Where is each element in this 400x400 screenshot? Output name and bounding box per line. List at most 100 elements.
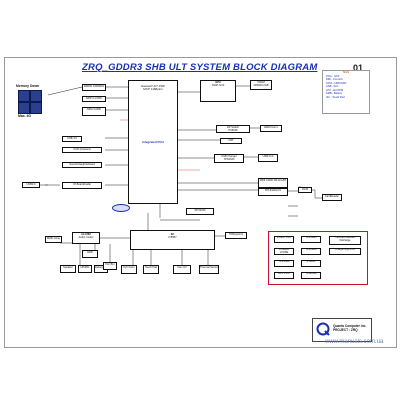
hdmi-label: HDMI Conn. — [263, 126, 279, 129]
power-item-label: TPS22966 — [305, 272, 317, 275]
crt-label: CRT — [228, 139, 234, 142]
hp-label: HP/MIC — [80, 266, 90, 269]
pwr-btn-block: Pwr Btn — [103, 262, 117, 270]
kbc-label: Kyb Conn — [123, 266, 135, 269]
rj45-block: RJ45 — [298, 187, 312, 193]
edp-label: EDP to LVDS — [86, 97, 102, 100]
power-item-label: Thermal Protection Discharge — [334, 236, 356, 242]
cpu-line2: MCP 1168pins — [143, 87, 163, 91]
memory-label: Memory Down — [16, 84, 40, 88]
touchpad-block: Touch Pad — [143, 265, 159, 274]
power-item-label: TPS51211 — [278, 260, 290, 263]
tpm-block: TPM(option) — [225, 232, 247, 239]
vram-block: VRAM GDDR3 2GB — [250, 80, 272, 90]
power-item: TPS22966 — [301, 272, 321, 279]
ddr-label: DDR3L 1600MHz — [83, 85, 105, 88]
legend-head: SIGN — [342, 71, 350, 74]
hdd-label: HDD — [87, 251, 93, 254]
ddr-block: DDR3L 1600MHz — [82, 84, 106, 91]
power-item-label: RT8237 CPU — [276, 236, 292, 239]
power-item-label: RT8204 — [306, 260, 316, 263]
power-item-label: Charger BQ24735 — [335, 248, 355, 251]
cardreader-label: CardReader — [324, 195, 340, 198]
memory-chip-4 — [30, 102, 42, 114]
speaker-label: Speaker — [63, 266, 73, 269]
crt-block: CRT — [220, 138, 242, 144]
ssd-label: MINI CARD — [87, 108, 101, 111]
gpu-block: GPU N14P-GV2 — [200, 80, 236, 102]
memory-chip-2 — [30, 90, 42, 102]
ec-block: EC IT8587 — [130, 230, 215, 250]
pch-oval — [112, 204, 130, 212]
watermark-text: www.manuals.com.ua — [325, 339, 384, 345]
codec-block: ALC282 Audio Codec — [72, 232, 100, 244]
legend-row: I2C - Touch Pad — [326, 95, 345, 99]
vram-sub: GDDR3 2GB — [253, 84, 269, 87]
pwr-btn-label: Pwr Btn — [105, 263, 115, 266]
thermal-block: Thermal Sensor — [199, 265, 219, 274]
kbc-block: Kyb Conn — [121, 265, 137, 274]
fan-block: Fan Ctrl — [173, 265, 191, 274]
memory-chip-1 — [18, 90, 30, 102]
power-item-label: RT8812A VCORE — [278, 248, 290, 254]
memory-chip-3 — [18, 102, 30, 114]
gpu-sub: N14P-GV2 — [211, 84, 225, 87]
logo-text: Quanta Computer Inc. PROJECT : ZRQ — [333, 324, 366, 332]
legend-row: LPC - EC/TPM — [326, 88, 344, 92]
cpu-block: Haswell ULT 15W MCP 1168pins Integrated … — [128, 80, 178, 204]
ssd-block: MINI CARD — [82, 107, 106, 116]
dmic-block: DMIC Array — [45, 236, 62, 243]
dmic-label: DMIC Array — [46, 237, 61, 240]
legend-row: SMB - Battery — [326, 92, 343, 95]
usb-charger-block: USB Charger TPS2543 — [214, 154, 244, 163]
legend-row: USB - Port — [326, 85, 339, 88]
ec-label: EC — [170, 233, 175, 236]
rj45-label: RJ45 — [301, 188, 309, 191]
wlan-label: MINI CARD WLAN+BT — [259, 179, 287, 182]
memory-capacity: Max. 4G — [18, 114, 32, 118]
power-item: RT8812A VCORE — [274, 248, 294, 255]
ec-sub: IT8587 — [168, 236, 177, 239]
touchpad-label: Touch Pad — [144, 266, 158, 269]
power-item: RT8237 CPU — [274, 236, 294, 243]
dp-switch-sub: PS8339 — [228, 129, 238, 132]
page-number: 01 — [353, 63, 364, 73]
usb-conn-label: USB Port — [262, 155, 274, 158]
usb3-label: USB 3.0 — [67, 137, 77, 140]
io-board-block: IO Board/Audio — [62, 182, 102, 189]
quanta-logo-icon — [316, 322, 330, 336]
cpu-line1: Haswell ULT 15W — [141, 84, 165, 88]
codec-label: ALC282 — [81, 233, 91, 236]
audio-block: Sound Daughterboard — [62, 162, 102, 168]
power-item: Charger BQ24735 — [329, 248, 361, 255]
spi-rom-label: SPI ROM — [194, 209, 206, 212]
legend-row: PCIe - GFX — [326, 74, 340, 78]
legend-row: SATA - HDD/SSD — [326, 81, 347, 85]
logo-line1: Quanta Computer Inc. — [333, 324, 367, 328]
usb-conn-block: USB Port — [258, 154, 278, 162]
thermal-label: Thermal Sensor — [200, 266, 219, 269]
speaker-block: Speaker — [60, 265, 76, 273]
usb3-block: USB 3.0 — [62, 136, 82, 142]
legend-row: DMI - Connect — [326, 78, 343, 81]
edp-block: EDP to LVDS — [82, 96, 106, 102]
io-board-label: IO Board/Audio — [73, 183, 91, 186]
power-item: TPS51225 — [301, 236, 321, 243]
power-item-label: LDO 1.05V — [278, 272, 290, 275]
spi-rom-block: SPI ROM — [186, 208, 214, 215]
lan-block: RTL8111GUS — [258, 188, 288, 196]
cardreader-block: CardReader — [322, 194, 342, 201]
power-item: TPS51212 — [301, 248, 321, 255]
codec-sub: Audio Codec — [78, 236, 94, 239]
usb-port-label: USB3.0 — [26, 183, 36, 186]
usb-port-block: USB3.0 — [22, 182, 40, 188]
logo-line2: PROJECT : ZRQ — [333, 328, 358, 332]
pch-label: Integrated PCH — [142, 140, 164, 144]
gpu-label: GPU — [215, 81, 221, 84]
dp-switch-label: DP Switch — [227, 126, 239, 129]
audio-label: Sound Daughterboard — [69, 163, 95, 166]
hdmi-block: HDMI Conn. — [260, 125, 282, 132]
wlan-block: MINI CARD WLAN+BT — [258, 178, 288, 188]
ccd-block: CCD (Camera) — [62, 147, 102, 153]
power-item-label: TPS51212 — [305, 248, 317, 251]
